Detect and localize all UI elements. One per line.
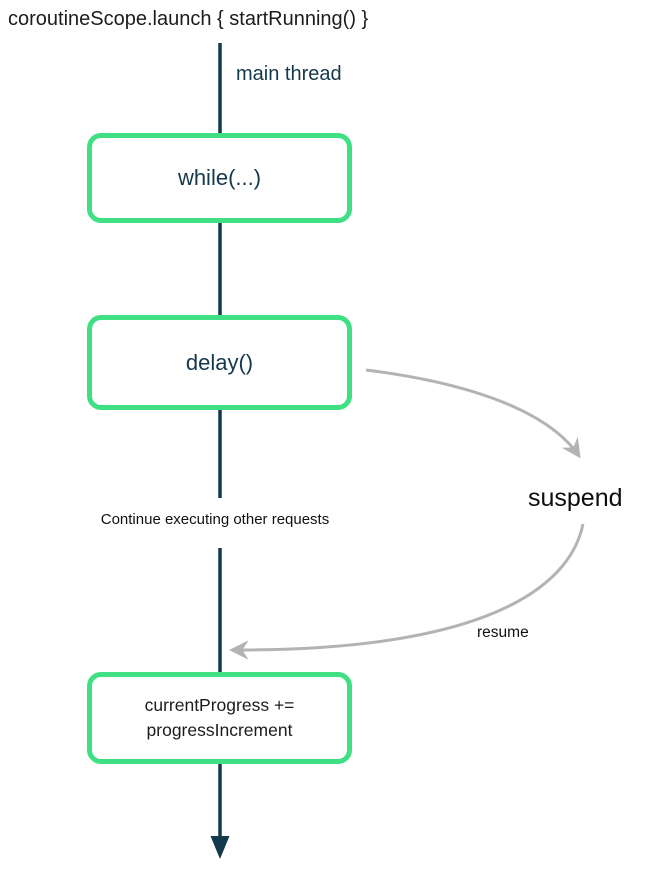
continue-executing-label: Continue executing other requests [100, 511, 330, 528]
suspend-label: suspend [528, 484, 623, 512]
main-thread-arrowhead-icon [210, 836, 230, 859]
main-thread-label: main thread [236, 63, 342, 85]
suspend-arrow-icon [365, 368, 581, 459]
resume-arrow-icon [229, 523, 585, 660]
diagram-title: coroutineScope.launch { startRunning() } [8, 8, 369, 30]
while-box: while(...) [87, 133, 352, 223]
progress-box-label-line2: progressIncrement [146, 720, 293, 740]
delay-box-label: delay() [185, 349, 254, 375]
progress-box: currentProgress += progressIncrement [87, 672, 352, 764]
progress-box-label-line1: currentProgress += [144, 694, 295, 715]
while-box-label: while(...) [177, 165, 262, 190]
delay-box: delay() [87, 315, 352, 410]
resume-label: resume [477, 624, 529, 641]
